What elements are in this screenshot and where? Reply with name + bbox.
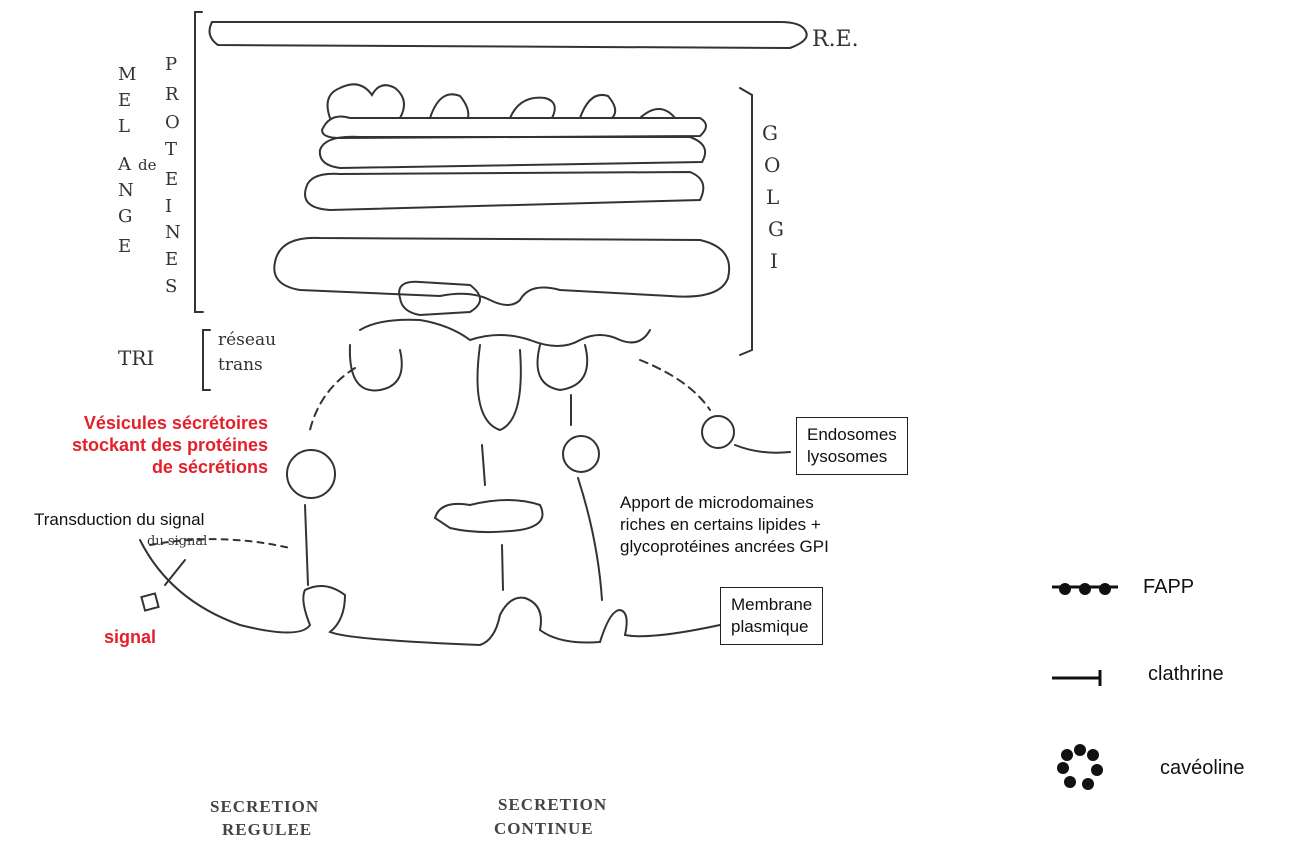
label-du-signal: du signal [147,534,207,549]
arrow-to-endosome [640,360,710,410]
secretory-vesicle [287,450,335,498]
label-t: T [165,139,177,160]
label-o: O [165,112,180,133]
label-m: M [118,64,136,85]
vesicle-continue-bud [478,345,521,430]
label-a: A [117,154,132,175]
label-secretion-continue-1: SECRETION [498,795,607,814]
label-e4: E [165,249,178,270]
label-e3: E [165,169,178,190]
bracket-melange [195,12,203,312]
label-tri: TRI [118,346,154,370]
label-trans: trans [218,355,263,375]
label-reseau: réseau [218,330,276,350]
bracket-golgi [740,88,752,355]
box-endosomes: Endosomes lysosomes [796,417,908,475]
label-s: S [165,276,177,297]
arrow-secretory-down [305,505,308,585]
label-p: P [165,54,177,75]
label-transduction: Transduction du signal [34,509,204,531]
label-vesicules: Vésicules sécrétoires stockant des proté… [10,412,268,478]
legend-fapp-label: FAPP [1143,576,1194,599]
golgi-cisterna-1 [322,117,706,139]
golgi-cisterna-2 [320,137,705,168]
label-golgi-o: O [764,153,780,177]
label-i: I [165,196,172,217]
label-de: de [138,156,157,174]
label-golgi-g2: G [768,217,784,241]
golgi-buds-top [328,84,675,118]
legend-caveoline-icon [1057,744,1103,790]
legend-fapp-icon [1052,583,1118,595]
label-secretion-regulee-2: REGULEE [222,820,312,839]
label-l: L [118,116,130,137]
label-secretion-continue-2: CONTINUE [494,819,594,838]
caveole-vesicle [563,436,599,472]
label-re: R.E. [812,27,859,52]
arrow-to-secretory [310,368,355,430]
reticulum-endoplasmique [210,22,807,48]
legend-caveoline-label: cavéoline [1160,757,1245,780]
arrow-continue-2 [502,545,503,590]
label-secretion-regulee-1: SECRETION [210,797,319,816]
signal-molecule [141,593,158,610]
vesicle-regulee-bud [350,345,402,390]
legend-clathrine-label: clathrine [1148,663,1224,686]
legend-clathrine-icon [1052,670,1100,686]
label-n2: N [165,222,181,243]
trans-network [360,320,650,346]
label-golgi-g1: G [762,121,778,145]
endosome-vesicle [702,416,734,448]
arrow-continue-1 [482,445,485,485]
vesicle-caveole-bud [538,345,588,390]
golgi-vesicle-center [399,282,480,315]
label-golgi-i: I [770,249,778,273]
arrow-caveole-2 [578,478,602,600]
label-apport: Apport de microdomaines riches en certai… [620,492,829,558]
label-r: R [165,84,179,105]
bracket-tri [203,330,210,390]
label-e1: E [118,90,131,111]
golgi-cisterna-4 [274,238,729,305]
label-signal: signal [104,626,156,648]
arrow-endosome-box [735,445,790,453]
label-e2: E [118,236,131,257]
receptor [165,560,185,585]
label-g: G [118,206,132,227]
golgi-cisterna-3 [305,172,703,210]
box-membrane: Membrane plasmique [720,587,823,645]
transport-vesicle [435,500,543,532]
label-n: N [118,180,134,201]
label-golgi-l: L [766,185,779,209]
